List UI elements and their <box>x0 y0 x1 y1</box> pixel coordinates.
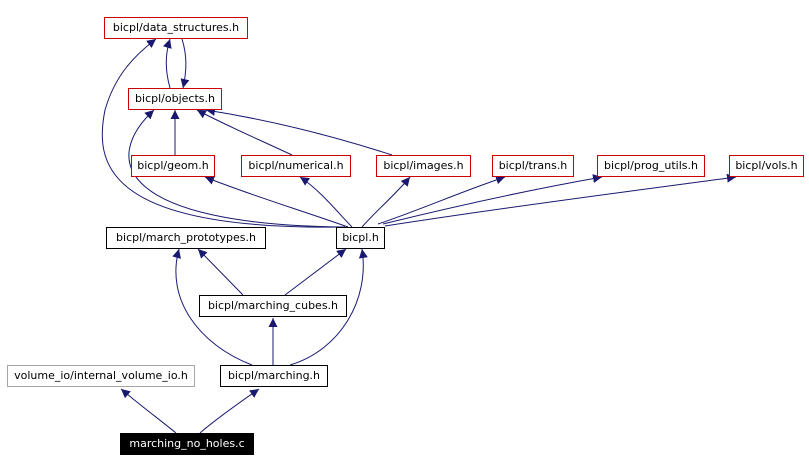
edge-data_structures-to-objects <box>180 38 190 89</box>
edge-objects-to-data_structures <box>163 38 172 89</box>
node-bicpl-trans-h[interactable]: bicpl/trans.h <box>492 155 574 177</box>
node-bicpl-marching-cubes-h[interactable]: bicpl/marching_cubes.h <box>199 295 347 317</box>
node-bicpl-marching-h[interactable]: bicpl/marching.h <box>220 365 328 387</box>
node-bicpl-prog-utils-h[interactable]: bicpl/prog_utils.h <box>597 155 705 177</box>
edge-bicpl-to-vols <box>384 173 737 227</box>
edge-marching-to-march_prototypes <box>172 248 253 366</box>
edge-marching-to-bicpl <box>289 248 368 366</box>
edge-marching_cubes-to-bicpl <box>284 248 347 296</box>
node-bicpl-images-h[interactable]: bicpl/images.h <box>376 155 471 177</box>
edge-bicpl-to-numerical <box>299 176 353 228</box>
node-bicpl-data-structures-h[interactable]: bicpl/data_structures.h <box>104 17 248 39</box>
edge-images-to-objects <box>205 106 393 156</box>
edge-marching_cubes-to-march_prototypes <box>197 248 244 296</box>
node-volume-io-internal-volume-io-h: volume_io/internal_volume_io.h <box>7 365 195 387</box>
edge-bicpl-to-images <box>361 176 411 228</box>
edge-bicpl-to-trans <box>377 175 506 225</box>
node-marching-no-holes-c: marching_no_holes.c <box>120 433 254 455</box>
node-bicpl-vols-h[interactable]: bicpl/vols.h <box>729 155 804 177</box>
edge-bicpl-to-prog_utils <box>382 174 603 225</box>
edge-bicpl-to-data_structures <box>101 38 341 228</box>
edge-root-to-internal_volume_io <box>120 388 177 434</box>
node-bicpl-h[interactable]: bicpl.h <box>336 227 385 249</box>
node-bicpl-numerical-h[interactable]: bicpl/numerical.h <box>241 155 351 177</box>
node-bicpl-march-prototypes-h[interactable]: bicpl/march_prototypes.h <box>106 227 266 249</box>
node-bicpl-objects-h[interactable]: bicpl/objects.h <box>128 88 222 110</box>
edge-bicpl-to-geom <box>204 176 349 228</box>
edge-root-to-marching <box>199 388 260 434</box>
edge-bicpl-to-objects <box>128 109 346 228</box>
node-bicpl-geom-h[interactable]: bicpl/geom.h <box>131 155 215 177</box>
